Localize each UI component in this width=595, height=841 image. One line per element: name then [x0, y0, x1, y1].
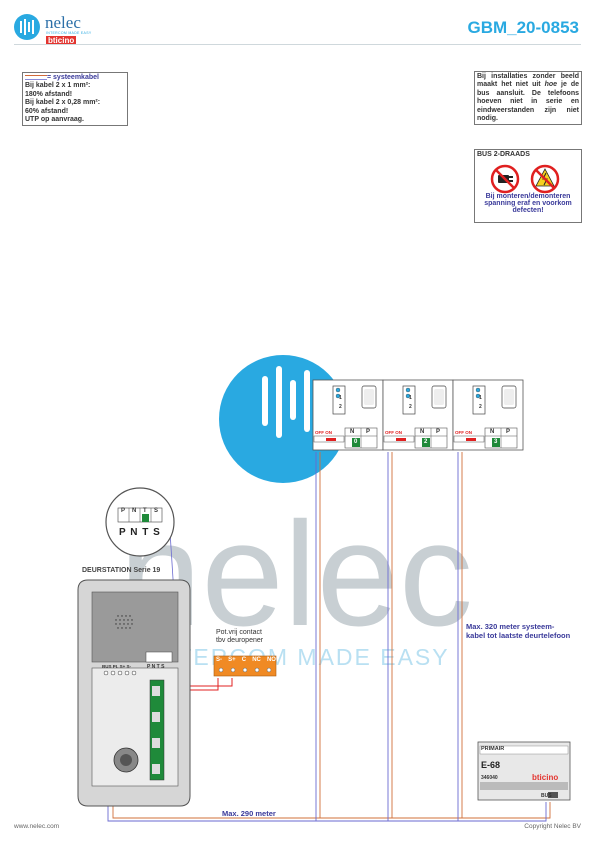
psu-primary-label: PRIMAIR: [481, 746, 505, 752]
no-plug-icon: [490, 164, 520, 194]
installation-note-text-end: je de bus aansluit. De telefoons hoeven …: [477, 81, 579, 123]
contact-terminal: NC: [252, 657, 261, 663]
relay-contact-module: [213, 655, 277, 677]
installation-note-text: Bij installaties zonder beeld maakt het …: [477, 73, 579, 89]
bus-wire-blue: [107, 796, 547, 822]
n-label: N: [490, 429, 495, 435]
contact-label: Pot.vrij contact tbv deuropener: [216, 629, 263, 645]
station-title: DEURSTATION Serie 19: [82, 567, 161, 574]
bus-terminals-label: BUS PL S+ S-: [102, 664, 132, 669]
no-voltage-icon: [530, 164, 560, 194]
phone-number: 3: [494, 439, 498, 445]
bus-warning-box: BUS 2-DRAADS Bij monteren/demonteren spa…: [474, 149, 582, 223]
contact-label-line1: Pot.vrij contact: [216, 629, 262, 636]
nelec-logo: nelec INTERCOM MADE EASY bticino: [14, 13, 94, 45]
contact-terminals: S- S+ C NC NO: [216, 657, 276, 663]
cable-note-title: = systeemkabel: [47, 74, 99, 81]
terminal-label: 2: [409, 404, 412, 410]
max-320-line1: Max. 320 meter systeem-: [466, 622, 555, 631]
zoom-terminal-big: P N T S: [119, 527, 161, 538]
zoom-terminal: S: [154, 508, 159, 514]
contact-terminal: S-: [216, 657, 222, 663]
cable-note-line: 180% afstand!: [25, 90, 73, 98]
warning-icons: [490, 164, 560, 194]
phone-number: 2: [424, 439, 428, 445]
watermark-tagline: INTERCOM MADE EASY: [150, 644, 449, 670]
phone-unit-2: [382, 379, 454, 451]
max-320-label: Max. 320 meter systeem- kabel tot laatst…: [466, 622, 570, 640]
n-label: N: [350, 429, 355, 435]
phone-unit-3: [452, 379, 524, 451]
cable-note-line: UTP op aanvraag.: [25, 116, 85, 124]
power-supply: [477, 741, 571, 801]
system-cable-swatch: [25, 74, 47, 80]
bus-title: BUS 2-DRAADS: [477, 151, 530, 158]
zoom-terminal: T: [143, 508, 147, 514]
footer-website[interactable]: www.nelec.com: [14, 823, 60, 830]
terminal-label: 2: [339, 404, 342, 410]
installation-note: Bij installaties zonder beeld maakt het …: [474, 71, 582, 126]
p-label: P: [366, 429, 371, 435]
contact-label-line2: tbv deuropener: [216, 637, 264, 644]
contact-terminal: C: [241, 657, 247, 663]
cable-note-line: 60% afstand!: [25, 107, 69, 115]
footer-copyright: Copyright Nelec BV: [524, 823, 581, 830]
brand-name: nelec: [45, 13, 81, 32]
contact-terminal: NO: [266, 657, 276, 663]
terminal-label: 1: [479, 395, 482, 401]
document-code: GBM_20-0853: [467, 18, 579, 37]
psu-bus-label: BUS: [541, 793, 552, 799]
subbrand-logo: bticino: [46, 36, 77, 45]
contact-terminal: S+: [228, 657, 236, 663]
zoom-terminal: N: [132, 508, 137, 514]
pnts-label: P N T S: [147, 664, 165, 670]
nelec-logo-icon: [14, 14, 40, 40]
terminal-label: 1: [339, 395, 342, 401]
terminal-label: 2: [479, 404, 482, 410]
header-divider: [14, 44, 581, 45]
phone-unit-0: [312, 379, 384, 451]
cable-note-line: Bij kabel 2 x 0,28 mm²:: [25, 99, 101, 107]
cable-note-line: Bij kabel 2 x 1 mm²:: [25, 82, 91, 90]
phone-number: 0: [354, 439, 358, 445]
p-label: P: [436, 429, 441, 435]
psu-brand: bticino: [532, 773, 559, 782]
max-320-line2: kabel tot laatste deurtelefoon: [466, 631, 571, 640]
zoom-terminal: P: [121, 508, 126, 514]
switch-label: OFF ON: [455, 430, 472, 435]
max-290-label: Max. 290 meter: [222, 809, 276, 818]
n-label: N: [420, 429, 425, 435]
bus-wire-orange: [112, 796, 551, 819]
switch-label: OFF ON: [385, 430, 402, 435]
psu-code: 346040: [481, 775, 498, 781]
warning-text: Bij monteren/demonteren spanning eraf en…: [484, 193, 572, 214]
psu-model: E-68: [481, 760, 501, 770]
p-label: P: [506, 429, 511, 435]
door-station: [77, 579, 191, 807]
terminal-zoom-circle: [105, 487, 175, 557]
brand-tagline: INTERCOM MADE EASY: [46, 31, 92, 35]
switch-label: OFF ON: [315, 430, 332, 435]
cable-note: = systeemkabel Bij kabel 2 x 1 mm²: 180%…: [22, 72, 128, 127]
terminal-label: 1: [409, 395, 412, 401]
installation-note-emphasis: hoe: [544, 81, 558, 89]
